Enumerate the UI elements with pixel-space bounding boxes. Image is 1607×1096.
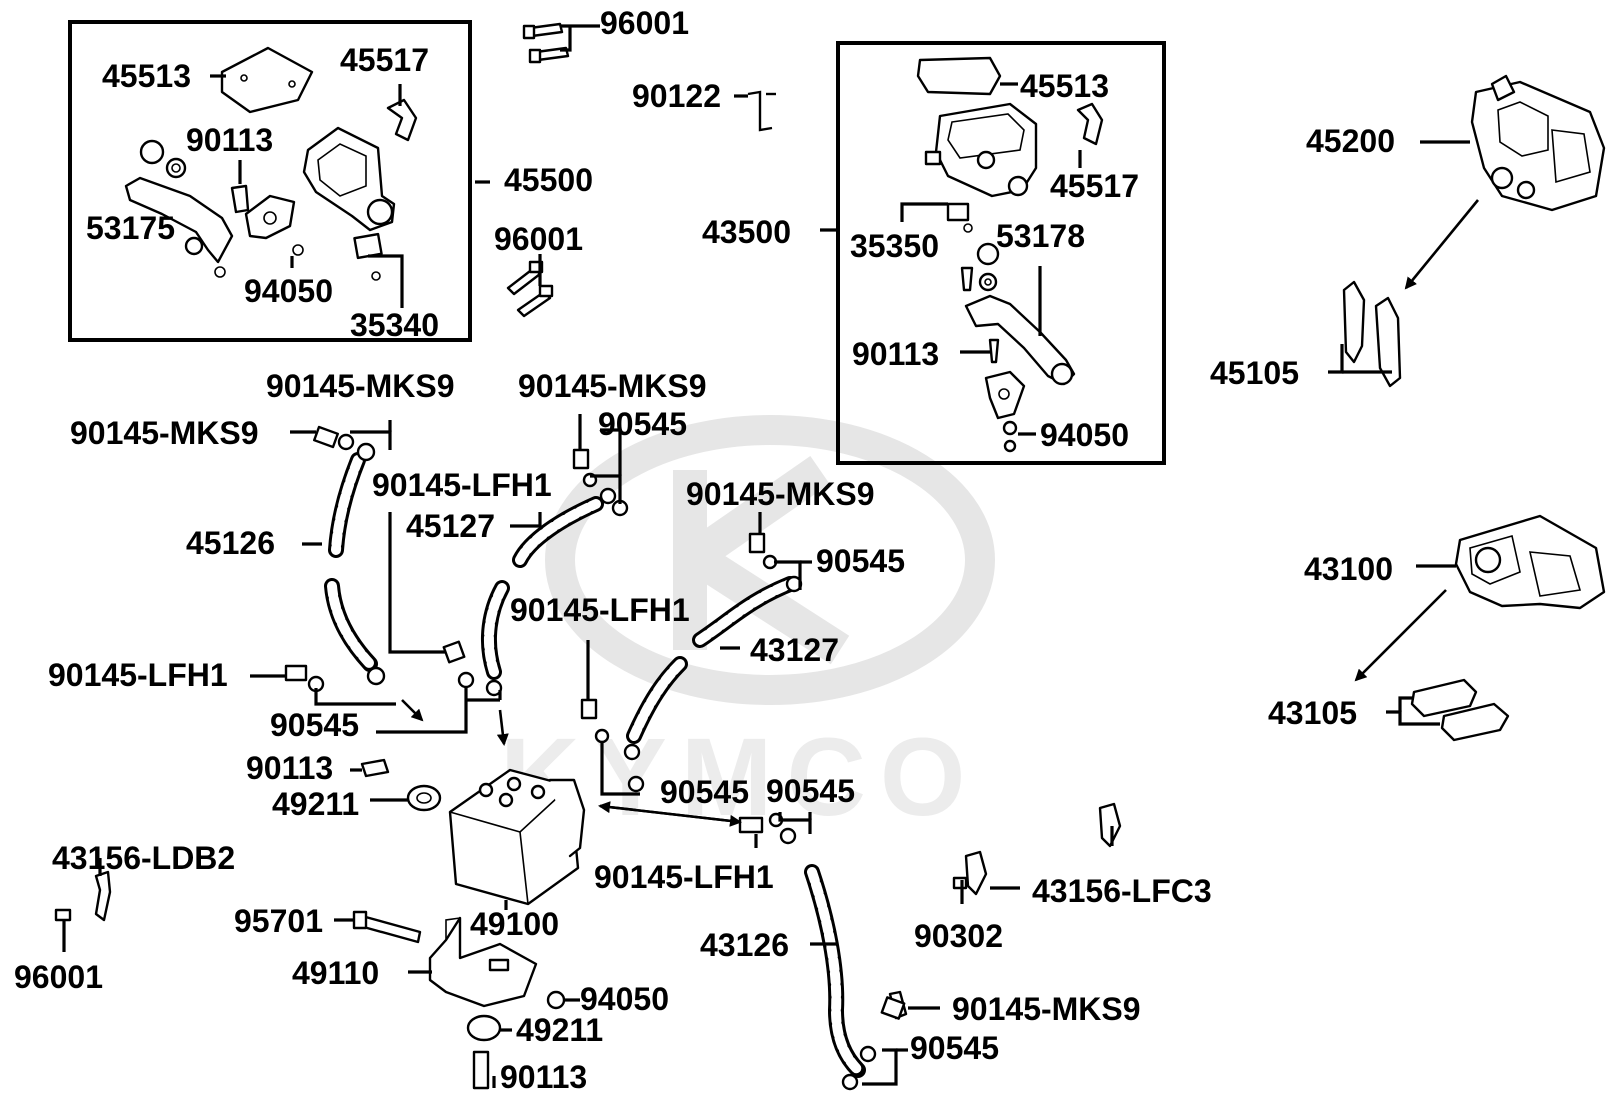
bolts-96001-mid: [506, 260, 554, 318]
label-90545e: 90545: [766, 773, 855, 809]
label-95701: 95701: [234, 903, 323, 939]
label-45200: 45200: [1306, 123, 1395, 159]
clamp-45517a: [386, 98, 418, 142]
abs-modulator-49100: [448, 768, 586, 906]
collar-90113d: [472, 1050, 490, 1090]
label-96001a: 96001: [600, 5, 689, 41]
label-45105: 45105: [1210, 355, 1299, 391]
label-90113d: 90113: [500, 1059, 587, 1095]
brake-hose-43127: [623, 575, 803, 761]
left-master-cylinder-frame: [68, 20, 472, 342]
label-90145-mks9a: 90145-MKS9: [266, 368, 455, 404]
rear-caliper-43100: [1454, 514, 1606, 610]
part-labels: 45513 45517 90113 45500 53175 94050 3534…: [14, 5, 1395, 1095]
front-caliper-45200: [1470, 74, 1606, 212]
grommet-49211a: [406, 784, 442, 812]
label-45126: 45126: [186, 525, 275, 561]
label-43500: 43500: [702, 214, 791, 250]
left-master-cylinder-assembly: [124, 46, 418, 281]
label-45513a: 45513: [102, 58, 191, 94]
label-96001b: 96001: [494, 221, 583, 257]
brake-hose-43126: [779, 827, 866, 1078]
label-35340: 35340: [350, 307, 439, 343]
label-94050c: 94050: [580, 981, 669, 1017]
label-53175: 53175: [86, 210, 175, 246]
bolt-95701: [352, 910, 422, 944]
switch-35350: [946, 202, 970, 222]
label-94050b: 94050: [1040, 417, 1129, 453]
label-45517a: 45517: [340, 42, 429, 78]
brake-hose-45127: [481, 487, 617, 697]
label-53178: 53178: [996, 218, 1085, 254]
label-90145-mks9b: 90145-MKS9: [70, 415, 259, 451]
label-90113b: 90113: [852, 336, 939, 372]
leader-lines: [62, 24, 1470, 1088]
reservoir-cap-45513a: [220, 46, 314, 114]
label-49211b: 49211: [516, 1012, 603, 1048]
label-90145-mks9e: 90145-MKS9: [952, 991, 1141, 1027]
label-90145-lfh1c: 90145-LFH1: [48, 657, 228, 693]
label-90145-lfh1d: 90145-LFH1: [594, 859, 774, 895]
label-43127: 43127: [750, 632, 839, 668]
nut-94050c: [546, 990, 566, 1010]
bolts-96001-top: [522, 22, 570, 64]
label-43156-lfc3: 43156-LFC3: [1032, 873, 1212, 909]
label-90545a: 90545: [598, 406, 687, 442]
clamp-45517b: [1076, 102, 1104, 146]
label-90545d: 90545: [660, 774, 749, 810]
banjo-bolts-and-washers: [284, 425, 908, 1091]
label-49100: 49100: [470, 906, 559, 942]
brake-pads-45105: [1342, 280, 1402, 388]
label-90545b: 90545: [816, 543, 905, 579]
label-43105: 43105: [1268, 695, 1357, 731]
label-43126: 43126: [700, 927, 789, 963]
label-49211a: 49211: [272, 786, 359, 822]
label-90545c: 90545: [270, 707, 359, 743]
brake-hose-45126: [324, 433, 386, 686]
label-43100: 43100: [1304, 551, 1393, 587]
label-90122: 90122: [632, 78, 721, 114]
label-43156-ldb2: 43156-LDB2: [52, 840, 235, 876]
label-96001c: 96001: [14, 959, 103, 995]
clip-43156-lfc3: [952, 802, 1122, 896]
label-45127: 45127: [406, 508, 495, 544]
brake-pads-43105: [1410, 678, 1510, 742]
grommet-49211b: [466, 1014, 502, 1042]
bracket-49110: [428, 916, 538, 1008]
label-90545f: 90545: [910, 1030, 999, 1066]
right-master-cylinder-assembly: [916, 56, 1104, 453]
label-35350: 35350: [850, 228, 939, 264]
label-90113a: 90113: [186, 122, 273, 158]
right-master-cylinder-frame: [836, 41, 1166, 465]
label-94050a: 94050: [244, 273, 333, 309]
label-45517b: 45517: [1050, 168, 1139, 204]
label-45513b: 45513: [1020, 68, 1109, 104]
clip-43156-ldb2: [54, 870, 112, 922]
label-45500: 45500: [504, 162, 593, 198]
label-90302: 90302: [914, 918, 1003, 954]
label-90145-lfh1a: 90145-LFH1: [372, 467, 552, 503]
pin-90122: [747, 90, 776, 132]
brake-lever-53175: [124, 176, 234, 264]
label-90145-mks9c: 90145-MKS9: [518, 368, 707, 404]
label-90145-mks9d: 90145-MKS9: [686, 476, 875, 512]
direction-arrows: [401, 199, 1480, 827]
reservoir-cap-45513b: [916, 56, 1002, 96]
label-90113c: 90113: [246, 750, 333, 786]
label-49110: 49110: [292, 955, 379, 991]
label-90145-lfh1b: 90145-LFH1: [510, 592, 690, 628]
